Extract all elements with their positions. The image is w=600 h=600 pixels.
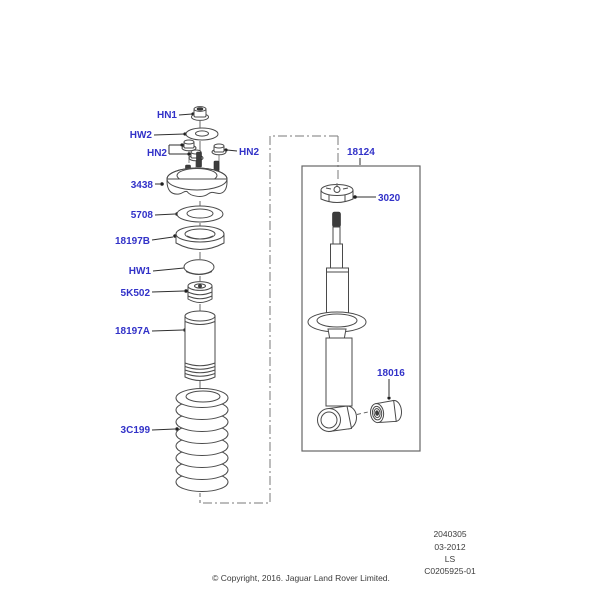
callout-hn2-left[interactable]: HN2: [147, 148, 167, 159]
plate-date: 03-2012: [434, 542, 465, 552]
callout-5k502[interactable]: 5K502: [121, 288, 151, 299]
plate-drawing-ref: C0205925-01: [424, 566, 476, 576]
callout-hn2-right[interactable]: HN2: [239, 147, 259, 158]
callout-3c199[interactable]: 3C199: [121, 425, 151, 436]
dust-cover-drawing: [184, 310, 216, 381]
callout-hw2[interactable]: HW2: [130, 130, 153, 141]
callout-18124[interactable]: 18124: [347, 147, 375, 158]
nut-hn2-upper-left: [181, 139, 197, 152]
plate-code: LS: [445, 554, 456, 564]
drawing-info-plate: 2040305 03-2012 LS C0205925-01: [424, 529, 476, 576]
bump-stop-drawing: [187, 281, 213, 303]
washer-hw2: [185, 127, 219, 141]
top-mount-drawing: [166, 151, 228, 197]
bushing-drawing: [370, 399, 403, 424]
callout-18016[interactable]: 18016: [377, 368, 405, 379]
callout-hn1[interactable]: HN1: [157, 110, 177, 121]
callout-3438[interactable]: 3438: [131, 180, 154, 191]
callout-5708[interactable]: 5708: [131, 210, 154, 221]
callout-3020[interactable]: 3020: [378, 193, 401, 204]
part-callouts: HN1 HW2 HN2 HN2 3438 5708 18197B HW1 5K5…: [115, 110, 405, 436]
callout-18197b[interactable]: 18197B: [115, 236, 150, 247]
spring-isolator-drawing: [175, 225, 225, 250]
coil-spring-drawing: [175, 388, 229, 492]
nuts-hn2: [181, 139, 227, 172]
washer-5708-drawing: [176, 205, 224, 223]
cap-nut-drawing: [320, 184, 354, 203]
shock-absorber-drawing: [307, 183, 371, 433]
plate-part-number: 2040305: [433, 529, 466, 539]
callout-18197a[interactable]: 18197A: [115, 326, 150, 337]
reference-boundary: [200, 135, 339, 504]
shock-eye: [317, 405, 357, 433]
flange-nut-hn1: [191, 106, 209, 121]
shock-absorber-box: [301, 165, 421, 452]
retainer-hw1-drawing: [183, 259, 215, 275]
callout-hw1[interactable]: HW1: [129, 266, 152, 277]
copyright-text: © Copyright, 2016. Jaguar Land Rover Lim…: [212, 573, 390, 583]
nut-hn2-right: [211, 143, 227, 156]
